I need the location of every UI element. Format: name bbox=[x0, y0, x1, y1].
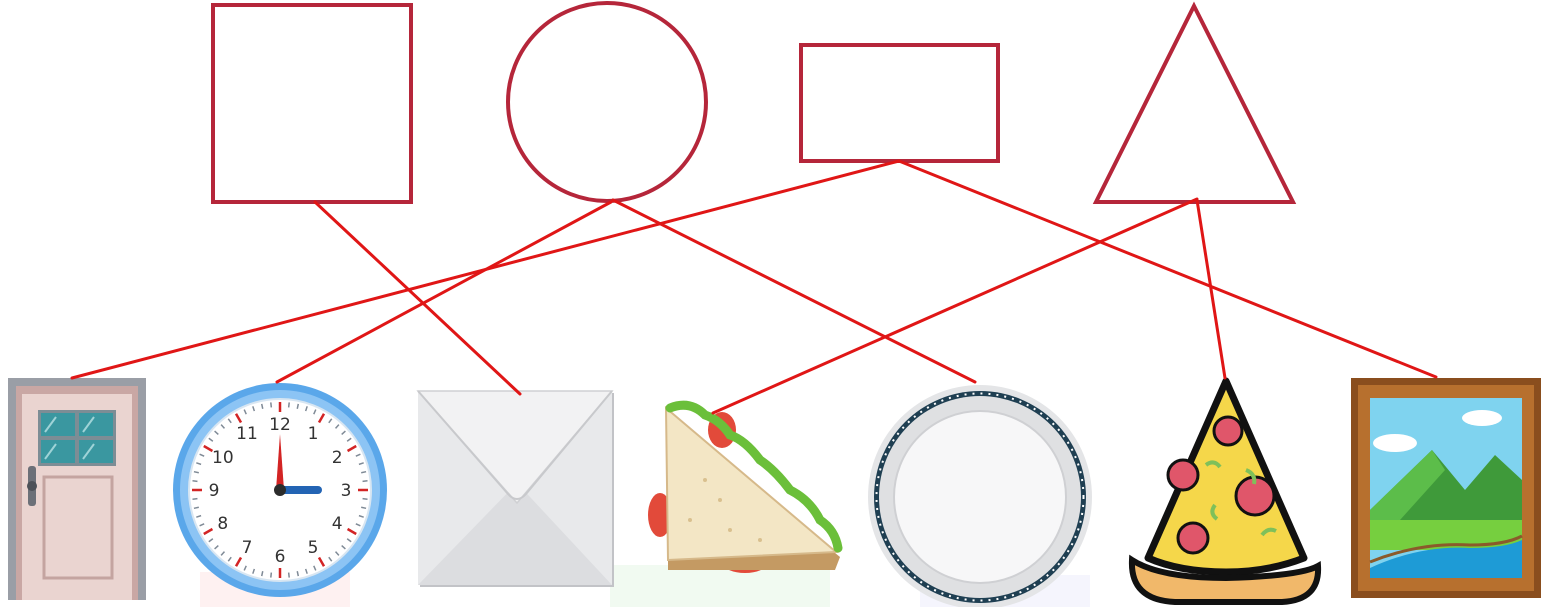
clock-tick bbox=[192, 499, 197, 500]
clock-number: 10 bbox=[212, 448, 234, 468]
clock-number: 3 bbox=[341, 481, 352, 501]
clock-number: 5 bbox=[308, 538, 319, 558]
clock-tick bbox=[297, 404, 298, 409]
plate-icon[interactable] bbox=[868, 385, 1092, 607]
clock-number: 12 bbox=[269, 415, 291, 435]
match-line-triangle-sandwich bbox=[713, 199, 1197, 413]
match-line-circle-plate bbox=[613, 200, 975, 382]
pizza-icon[interactable] bbox=[1132, 381, 1318, 602]
match-line-square-envelope bbox=[315, 202, 520, 394]
clock-number: 4 bbox=[332, 514, 343, 534]
clock-tick bbox=[271, 573, 272, 578]
match-line-circle-clock bbox=[277, 202, 611, 382]
clock-number: 11 bbox=[236, 424, 258, 444]
sandwich-icon[interactable] bbox=[648, 405, 840, 573]
door-icon[interactable] bbox=[8, 378, 146, 600]
clock-tick bbox=[289, 402, 290, 407]
match-line-rectangle-picture bbox=[899, 161, 1436, 377]
clock-number: 6 bbox=[275, 547, 286, 567]
clock-tick bbox=[192, 481, 197, 482]
clock-number: 1 bbox=[308, 424, 319, 444]
envelope-icon[interactable] bbox=[418, 391, 614, 587]
clock-tick bbox=[363, 499, 368, 500]
circle-shape bbox=[508, 3, 706, 201]
clock-number: 2 bbox=[332, 448, 343, 468]
triangle-shape bbox=[1096, 6, 1293, 202]
square-shape bbox=[213, 5, 411, 202]
clock-number: 9 bbox=[209, 481, 220, 501]
clock-number: 7 bbox=[242, 538, 253, 558]
clock-tick bbox=[363, 481, 368, 482]
picture-frame-icon[interactable] bbox=[1351, 378, 1541, 598]
clock-tick bbox=[271, 402, 272, 407]
clock-tick bbox=[194, 472, 199, 473]
rectangle-shape bbox=[801, 45, 998, 161]
clock-number: 8 bbox=[217, 514, 228, 534]
clock-tick bbox=[289, 573, 290, 578]
clock-tick bbox=[297, 571, 298, 576]
clock-tick bbox=[361, 507, 366, 508]
clock-tick bbox=[262, 404, 263, 409]
clock-tick bbox=[194, 507, 199, 508]
clock-tick bbox=[361, 472, 366, 473]
clock-tick bbox=[262, 571, 263, 576]
